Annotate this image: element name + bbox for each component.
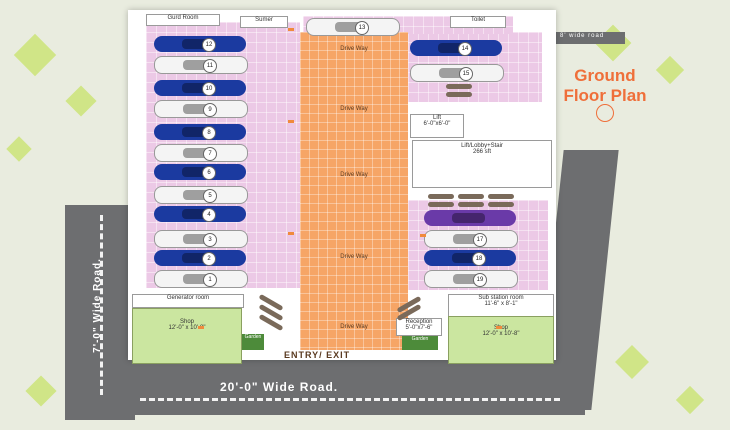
bike-icon [446,84,472,89]
car-number: 9 [203,103,217,117]
plan-title-line2: Floor Plan [563,86,647,105]
bottom-road [65,360,585,415]
background-decoration [25,375,57,407]
driveway: Drive Way Drive Way Drive Way Drive Way … [300,32,408,350]
car-slot: 11 [154,56,248,74]
driveway-label: Drive Way [340,106,368,112]
reception: Reception 5'-0"x7'-6" [396,318,442,336]
left-road-label: 7'-0" Wide Road. [91,258,103,353]
background-decoration [675,385,705,415]
bottom-road-label: 20'-0" Wide Road. [220,380,339,394]
car-slot: 14 [410,40,502,56]
substation-room: Sub station room 11'-6" x 8'-1" [448,294,554,318]
bike-icon [488,194,514,199]
car-slot: 10 [154,80,246,96]
road-marking [140,398,560,401]
bike-icon [458,202,484,207]
driveway-label: Drive Way [340,46,368,52]
car-slot-purple [424,210,516,226]
car-slot: 6 [154,164,246,180]
car-number: 2 [202,252,216,266]
car-number: 4 [202,208,216,222]
car-slot: 4 [154,206,246,222]
toilet-room: Sumer [240,16,288,28]
car-number: 8 [202,126,216,140]
bike-icon [428,194,454,199]
car-slot: 7 [154,144,248,162]
car-slot: 1 [154,270,248,288]
bike-icon [428,202,454,207]
floor-plan: Drive Way Drive Way Drive Way Drive Way … [128,10,556,364]
car-number: 13 [355,21,369,35]
car-number: 15 [459,67,473,81]
compass-icon [596,104,614,122]
car-slot: 9 [154,100,248,118]
driveway-label: Drive Way [340,324,368,330]
car-number: 14 [458,42,472,56]
shop-left: Shop 12'-0" x 10'-8" [132,308,242,364]
road-marking [100,215,103,395]
background-decoration [615,345,649,379]
car-slot: 12 [154,36,246,52]
bike-icon [458,194,484,199]
car-slot: 8 [154,124,246,140]
car-slot: 18 [424,250,516,266]
driveway-label: Drive Way [340,254,368,260]
car-number: 11 [203,59,217,73]
top-road-label: 8' wide road [560,33,605,39]
guard-room: Gurd Room [146,14,220,26]
toilet-room-right: Toilet [450,16,506,28]
driveway-label: Drive Way [340,172,368,178]
lift: Lift 6'-0"x6'-0" [410,114,464,138]
car-slot: 2 [154,250,246,266]
car-number: 19 [473,273,487,287]
car-slot: 17 [424,230,518,248]
garden-right: Garden [402,336,438,350]
plan-title-line1: Ground [574,66,636,85]
car-number: 17 [473,233,487,247]
marker [288,232,294,235]
garden-left: Garden [242,334,264,350]
bike-icon [446,92,472,97]
marker [420,234,426,237]
car-slot: 5 [154,186,248,204]
car-number: 10 [202,82,216,96]
background-decoration [6,136,32,162]
car-slot: 15 [410,64,504,82]
background-decoration [13,33,57,77]
car-number: 7 [203,147,217,161]
marker [288,28,294,31]
marker [288,120,294,123]
car-number: 5 [203,189,217,203]
car-number: 6 [202,166,216,180]
car-number: 12 [202,38,216,52]
background-decoration [65,85,97,117]
marker [198,326,204,329]
car-slot-13: 13 [306,18,400,36]
car-slot: 19 [424,270,518,288]
marker [496,326,502,329]
car-number: 1 [203,273,217,287]
generator-room: Generator room [132,294,244,308]
entry-exit-label: ENTRY/ EXIT [284,350,351,360]
bike-icon [488,202,514,207]
lift-lobby-stair: Lift/Lobby+Stair 266 sft [412,140,552,188]
car-slot: 3 [154,230,248,248]
car-number: 18 [472,252,486,266]
car-number: 3 [203,233,217,247]
shop-right: Shop 12'-0" x 10'-8" [448,316,554,364]
